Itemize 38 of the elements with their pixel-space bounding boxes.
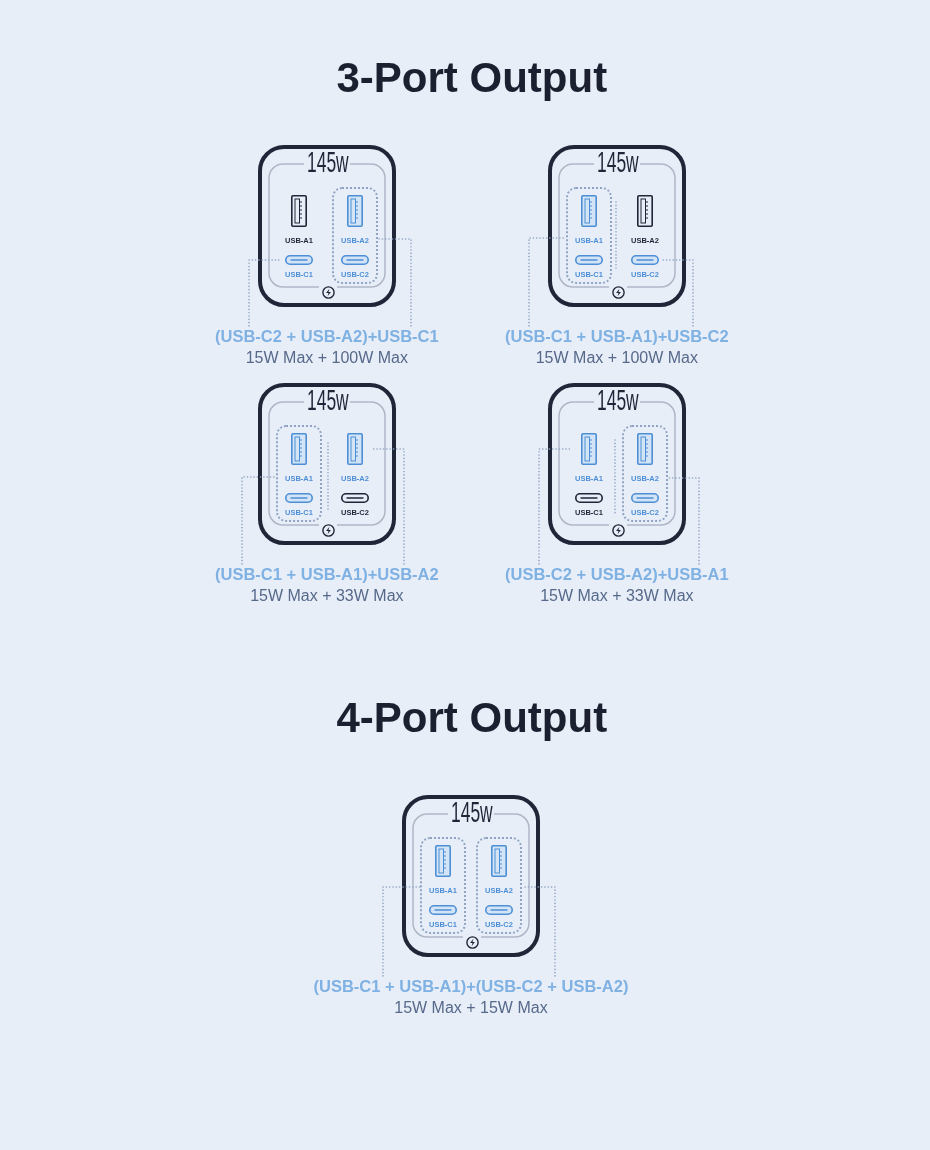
charger-face (258, 145, 396, 307)
port-combination-text: (USB-C1 + USB-A1)+USB-C2 (505, 326, 729, 347)
dotted-group-outline (332, 187, 378, 284)
charger-face (402, 795, 540, 957)
leader-line (667, 477, 700, 565)
power-rating-text: 15W Max + 100W Max (245, 348, 408, 368)
leader-line (538, 448, 572, 565)
power-rating-text: 15W Max + 33W Max (540, 586, 694, 606)
section-heading: 3-Port Output (336, 54, 608, 102)
port-combination-text: (USB-C1 + USB-A1)+(USB-C2 + USB-A2) (313, 976, 629, 997)
power-rating-text: 15W Max + 15W Max (394, 998, 548, 1018)
wattage-label: 145w (307, 388, 349, 412)
dotted-group-outline (622, 425, 668, 522)
wattage-label: 145w (597, 150, 639, 174)
dotted-group-outline (276, 425, 322, 522)
port-combination-text: (USB-C2 + USB-A2)+USB-C1 (215, 326, 439, 347)
leader-line (528, 237, 567, 327)
charger-face (548, 383, 686, 545)
leader-line (248, 259, 282, 327)
wattage-label: 145w (307, 150, 349, 174)
port-combination-text: (USB-C2 + USB-A2)+USB-A1 (505, 564, 729, 585)
wattage-label: 145w (597, 388, 639, 412)
leader-line (377, 238, 412, 327)
leader-line (521, 886, 556, 977)
leader-line (241, 476, 277, 565)
charger-face (258, 383, 396, 545)
power-rating-text: 15W Max + 33W Max (250, 586, 404, 606)
leader-line (662, 259, 694, 327)
port-combination-text: (USB-C1 + USB-A1)+USB-A2 (215, 564, 439, 585)
dotted-group-outline (476, 837, 522, 934)
leader-line (382, 886, 421, 977)
wattage-label: 145w (451, 800, 493, 824)
leader-line (372, 448, 405, 565)
section-heading: 4-Port Output (336, 694, 608, 742)
charger-face (548, 145, 686, 307)
dotted-group-outline (566, 187, 612, 284)
dotted-group-outline (420, 837, 466, 934)
power-rating-text: 15W Max + 100W Max (535, 348, 698, 368)
